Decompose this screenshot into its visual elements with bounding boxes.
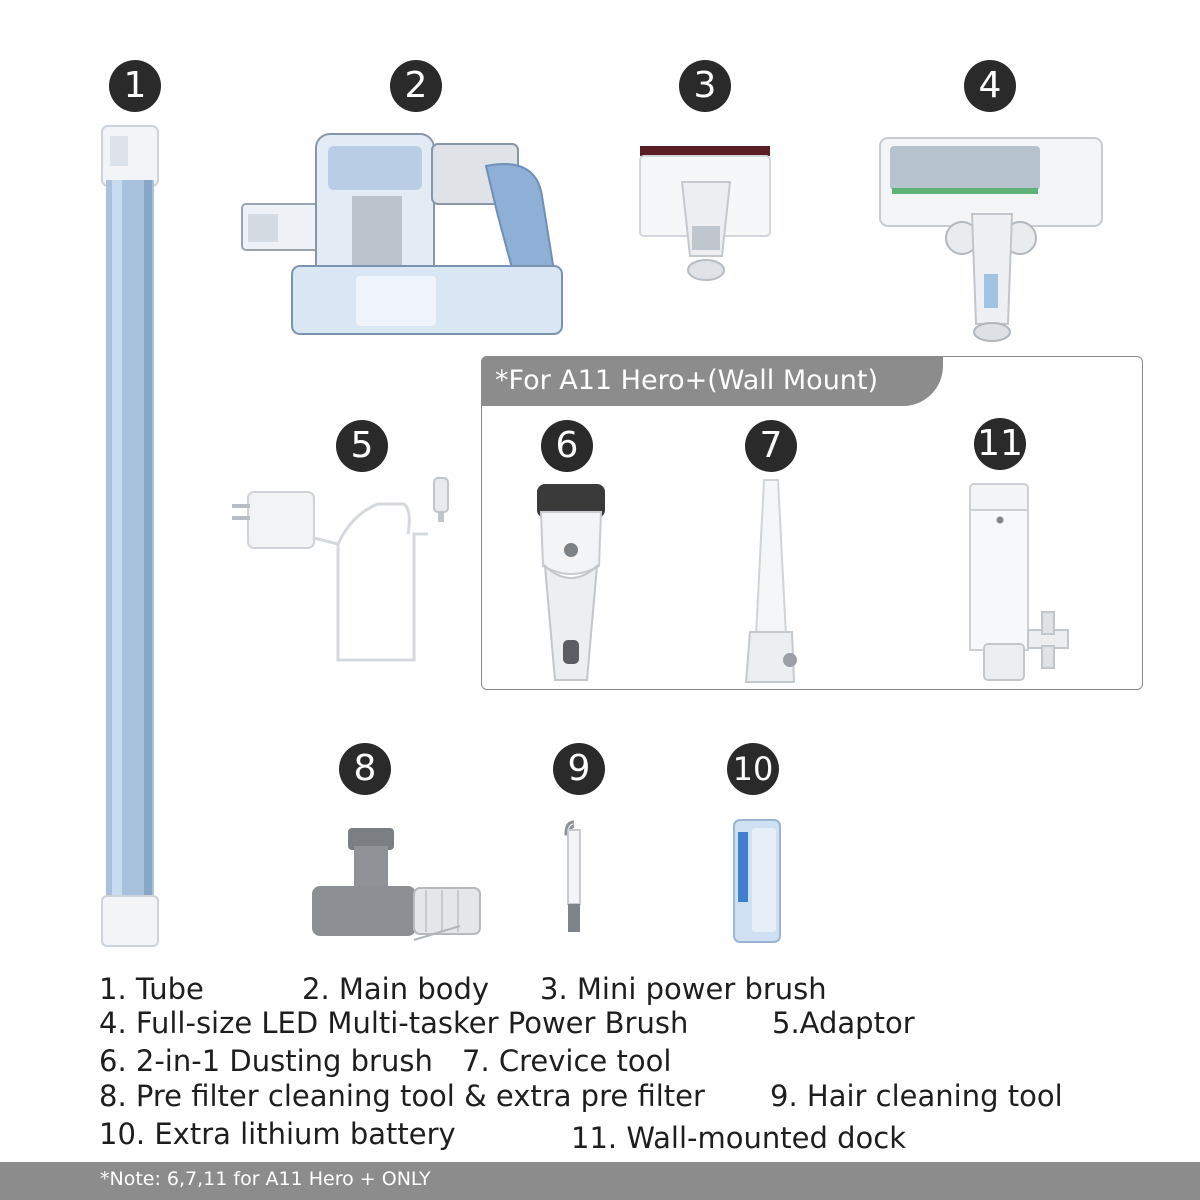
- item-number-badge-1: 1: [109, 60, 161, 112]
- legend-item-2: 2. Main body: [302, 972, 490, 1006]
- wall-mounted-dock-image: [969, 483, 1069, 681]
- dusting-brush-image: [537, 484, 605, 681]
- note-bar: [0, 1162, 1200, 1200]
- legend-item-5: 5.Adaptor: [772, 1006, 915, 1040]
- legend-item-3: 3. Mini power brush: [540, 972, 827, 1006]
- legend-item-1: 1. Tube: [99, 972, 204, 1006]
- item-number-badge-6: 6: [541, 420, 593, 472]
- item-number-badge-2: 2: [390, 60, 442, 112]
- crevice-tool-image: [744, 479, 797, 683]
- item-number-badge-9: 9: [553, 743, 605, 795]
- tube-image: [101, 125, 159, 947]
- item-number-badge-4: 4: [964, 60, 1016, 112]
- full-size-power-brush-image: [879, 137, 1103, 342]
- legend-item-4: 4. Full-size LED Multi-tasker Power Brus…: [99, 1006, 689, 1040]
- legend-item-9: 9. Hair cleaning tool: [770, 1079, 1063, 1113]
- mini-power-brush-image: [639, 146, 771, 281]
- legend-item-10: 10. Extra lithium battery: [99, 1117, 456, 1151]
- item-number-badge-3: 3: [679, 60, 731, 112]
- legend-item-6: 6. 2-in-1 Dusting brush: [99, 1044, 433, 1078]
- adaptor-image: [232, 477, 449, 662]
- item-number-badge-7: 7: [745, 420, 797, 472]
- pre-filter-cleaning-tool-image: [312, 828, 481, 941]
- legend-item-11: 11. Wall-mounted dock: [571, 1121, 906, 1155]
- note-text: *Note: 6,7,11 for A11 Hero + ONLY: [100, 1168, 431, 1190]
- wall-mount-header: *For A11 Hero+(Wall Mount): [481, 356, 943, 406]
- item-number-badge-10: 10: [727, 743, 779, 795]
- legend-item-7: 7. Crevice tool: [462, 1044, 672, 1078]
- item-number-badge-11: 11: [974, 418, 1026, 470]
- item-number-badge-8: 8: [339, 743, 391, 795]
- legend-item-8: 8. Pre filter cleaning tool & extra pre …: [99, 1079, 705, 1113]
- item-number-badge-5: 5: [336, 420, 388, 472]
- extra-lithium-battery-image: [733, 819, 781, 943]
- hair-cleaning-tool-image: [564, 820, 581, 932]
- main-body-image: [241, 133, 563, 335]
